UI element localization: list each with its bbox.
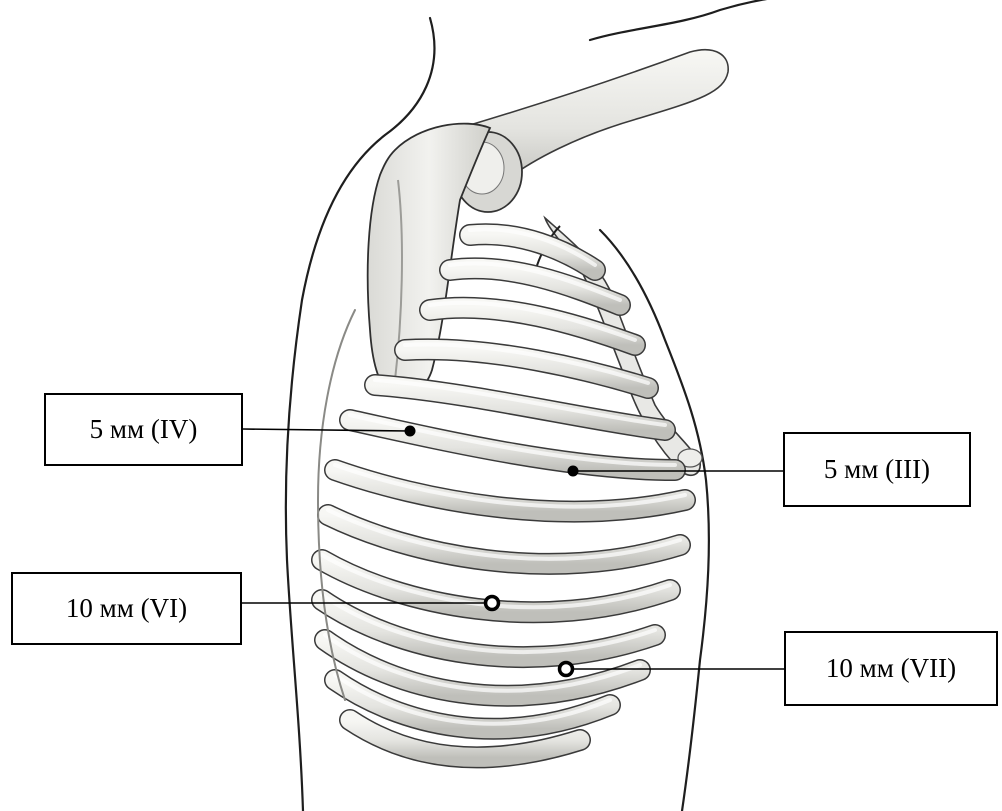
label-port-vii: 10 мм (VII): [784, 631, 998, 706]
label-port-vii-text: 10 мм (VII): [826, 653, 956, 684]
humerus-bone: [451, 50, 728, 212]
label-port-iii-text: 5 мм (III): [824, 454, 930, 485]
port-marker-iv: [405, 426, 416, 437]
label-port-vi-text: 10 мм (VI): [66, 593, 187, 624]
label-port-vi: 10 мм (VI): [11, 572, 242, 645]
label-port-iii: 5 мм (III): [783, 432, 971, 507]
label-port-iv-text: 5 мм (IV): [90, 414, 198, 445]
port-marker-vi: [486, 597, 499, 610]
port-marker-iii: [568, 466, 579, 477]
port-marker-vii: [560, 663, 573, 676]
label-port-iv: 5 мм (IV): [44, 393, 243, 466]
